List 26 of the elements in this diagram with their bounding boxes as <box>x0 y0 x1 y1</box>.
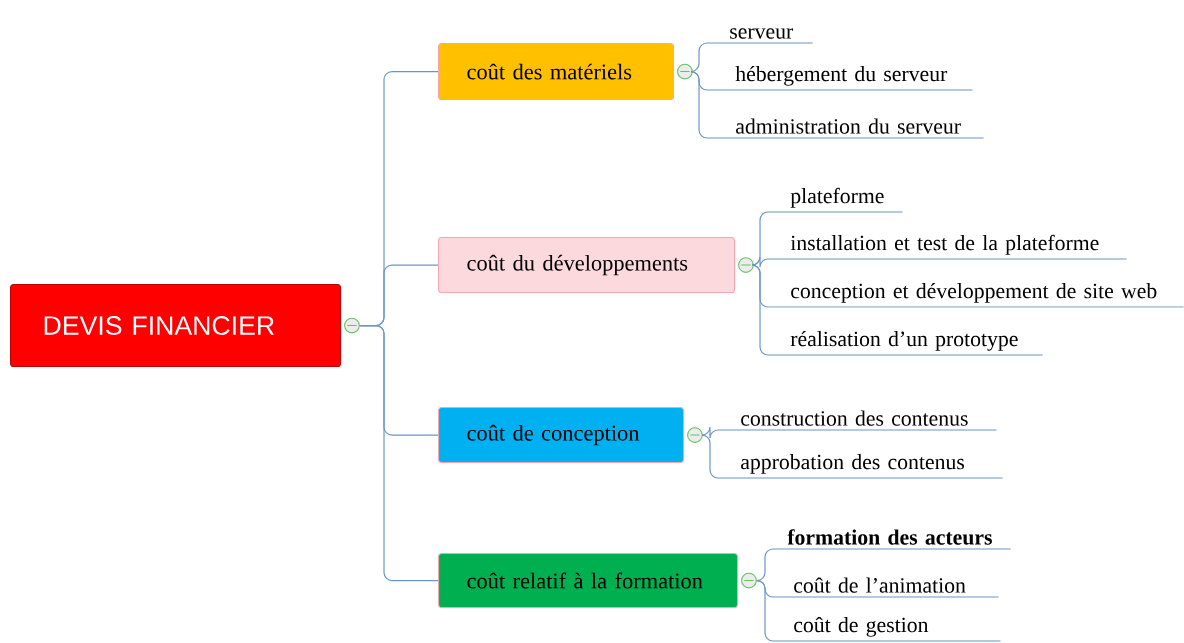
topic-label: coût de gestion <box>772 616 1002 642</box>
topic-label: réalisation d’un prototype <box>767 330 1044 356</box>
topic-box: coût relatif à la formation <box>438 553 739 609</box>
topic-label: hébergement du serveur <box>706 65 974 91</box>
topic-label: coût de l’animation <box>772 577 1000 598</box>
topic-label: installation et test de la plateforme <box>767 234 1128 260</box>
topic-box: coût du développements <box>438 237 736 294</box>
topic-label: approbation des contenus <box>717 454 1004 479</box>
connector <box>690 42 708 73</box>
connector <box>701 426 719 439</box>
connector <box>690 70 708 139</box>
root-box: DEVIS FINANCIER <box>10 284 342 368</box>
topic-label: construction des contenus <box>717 410 998 431</box>
connector <box>751 256 769 268</box>
connector <box>359 324 439 582</box>
connector <box>751 264 769 356</box>
connector <box>701 434 719 479</box>
topic-label: conception et développement de site web <box>767 283 1184 308</box>
topic-label: formation des acteurs <box>772 529 1012 550</box>
connector <box>756 579 774 642</box>
topic-label: administration du serveur <box>706 118 985 139</box>
connector <box>756 548 774 582</box>
topic-box: coût de conception <box>438 407 685 464</box>
topic-label: serveur <box>706 28 814 44</box>
topic-box: coût des matériels <box>438 43 675 101</box>
topic-label: plateforme <box>767 187 904 213</box>
